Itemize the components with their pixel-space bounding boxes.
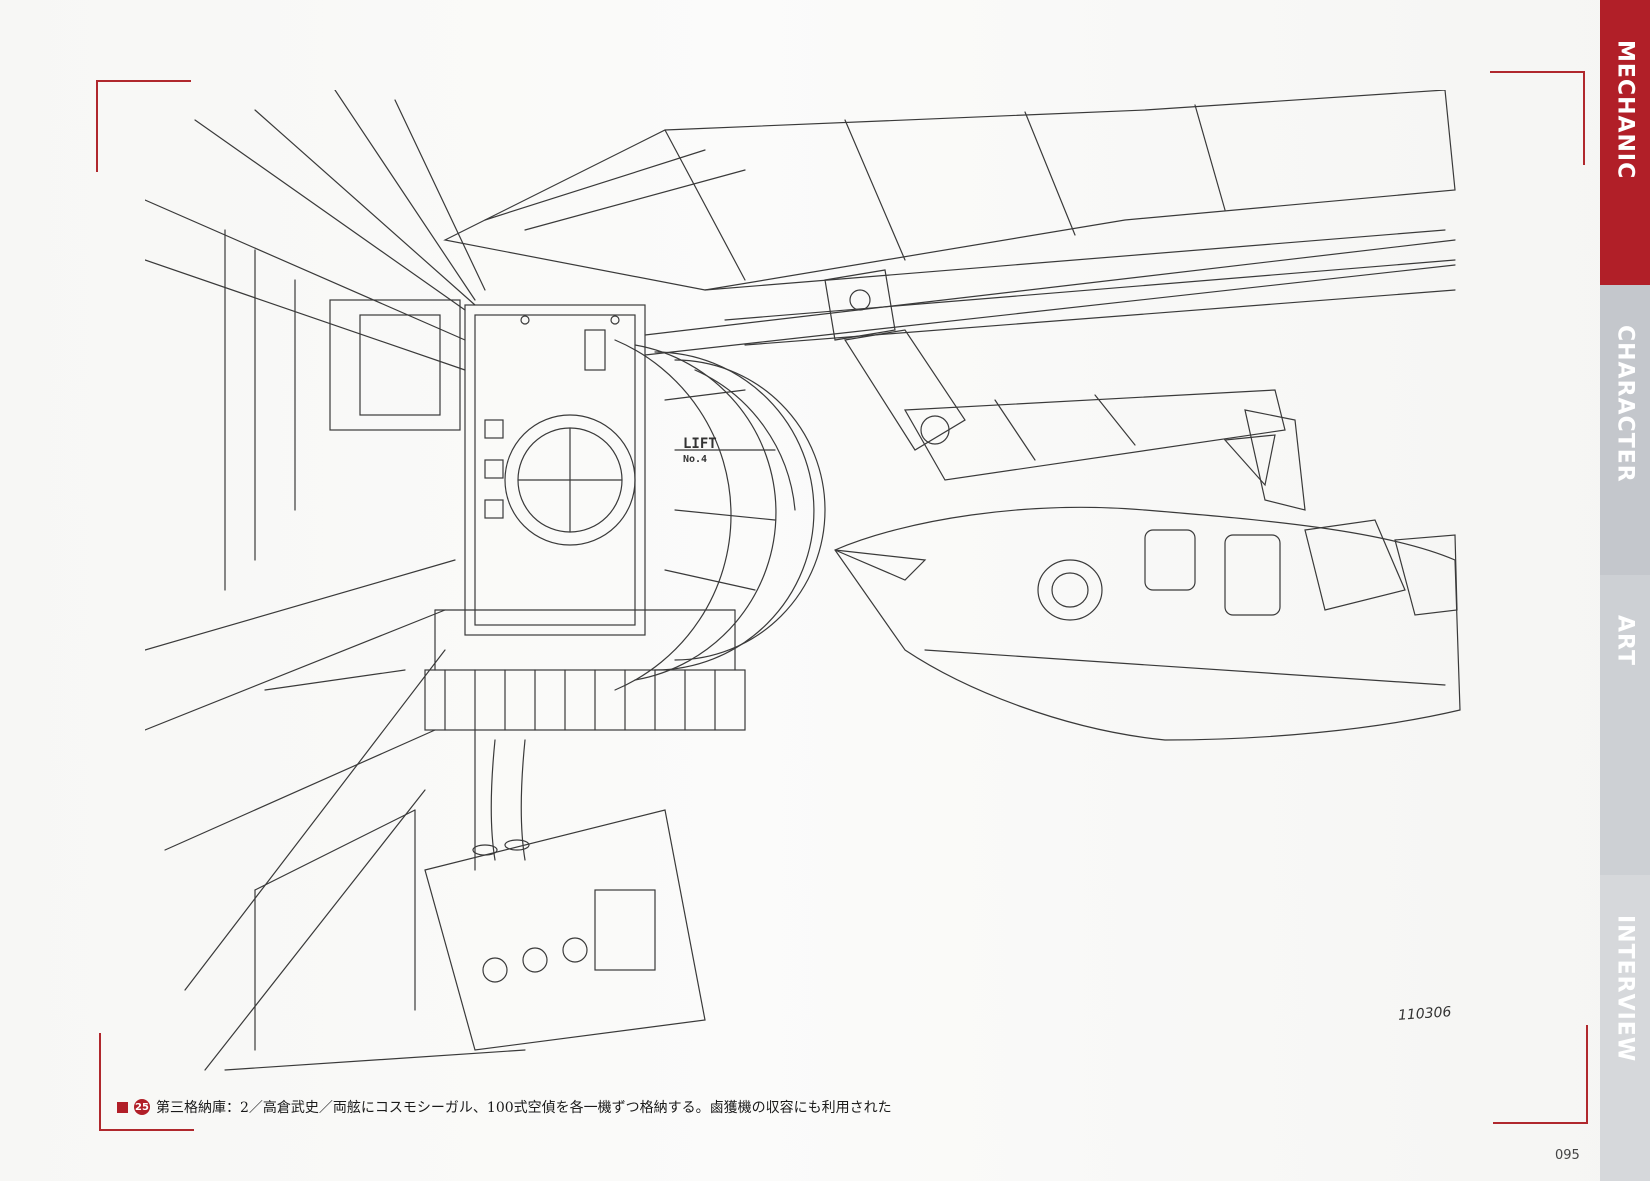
crop-mark-top-left [96, 80, 191, 172]
circular-door [614, 339, 826, 691]
crane-arm [644, 239, 1456, 511]
crop-mark-top-right [1490, 71, 1585, 165]
corridor-lines [145, 90, 486, 1071]
crop-mark-bottom-right [1493, 1025, 1588, 1124]
figure-number-badge: 25 [134, 1099, 150, 1115]
page-number: 095 [1555, 1148, 1580, 1163]
hatch-sign-line-2: No.4 [683, 454, 708, 465]
lower-machinery [224, 729, 706, 1071]
tab-interview-label: INTERVIEW [1612, 915, 1638, 1063]
tab-art-label: ART [1612, 615, 1638, 666]
hangar-sketch-illustration [145, 90, 1461, 1071]
tab-art[interactable]: ART [1600, 575, 1650, 875]
floor-grating [424, 609, 746, 731]
tab-mechanic-label: MECHANIC [1612, 40, 1638, 180]
tab-character[interactable]: CHARACTER [1600, 285, 1650, 575]
tab-character-label: CHARACTER [1612, 325, 1638, 483]
crop-mark-bottom-left [99, 1033, 194, 1131]
tab-interview[interactable]: INTERVIEW [1600, 875, 1650, 1181]
aircraft-sketch [834, 434, 1461, 741]
ceiling-panels [443, 90, 1456, 346]
hatch-wall [464, 304, 646, 636]
section-tabs: MECHANIC CHARACTER ART INTERVIEW [1600, 0, 1650, 1181]
figure-caption-text: 第三格納庫：2／高倉武史／両舷にコスモシーガル、100式空偵を各一機ずつ格納する… [156, 1100, 892, 1116]
hatch-sign: LIFT No.4 [683, 437, 717, 467]
tab-mechanic[interactable]: MECHANIC [1600, 0, 1650, 285]
hatch-sign-line-1: LIFT [683, 436, 717, 452]
caption-square-icon [117, 1101, 128, 1113]
figure-caption: 25 第三格納庫：2／高倉武史／両舷にコスモシーガル、100式空偵を各一機ずつ格… [117, 1097, 1597, 1117]
